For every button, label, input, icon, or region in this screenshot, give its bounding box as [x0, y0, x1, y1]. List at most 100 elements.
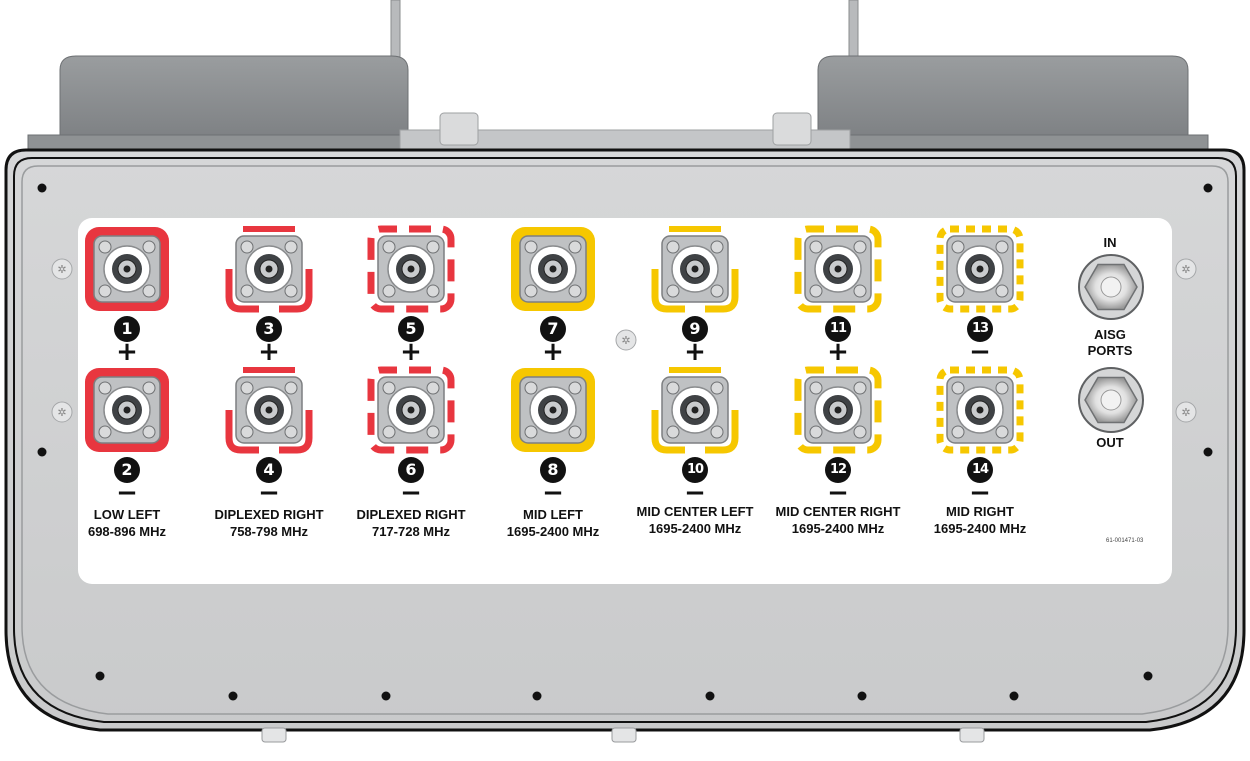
- svg-text:✲: ✲: [57, 264, 66, 276]
- port-polarity: −: [969, 337, 991, 367]
- screw-icon: ✲: [1175, 401, 1197, 423]
- band-name: LOW LEFT: [93, 507, 161, 522]
- port-polarity: −: [400, 478, 422, 508]
- port-number-badge: 5: [398, 316, 424, 342]
- din-connector-icon: [377, 235, 445, 303]
- din-connector-icon: [93, 235, 161, 303]
- band-frequency: 698-896 MHz: [87, 524, 167, 539]
- port-polarity: −: [684, 478, 706, 508]
- port-polarity: +: [400, 337, 422, 367]
- housing-hole: [857, 691, 867, 701]
- band-frequency: 1695-2400 MHz: [791, 521, 885, 536]
- port-number-badge: 6: [398, 457, 424, 483]
- band-name: MID LEFT: [523, 507, 583, 522]
- housing-hole: [1143, 671, 1153, 681]
- band-name: DIPLEXED RIGHT: [214, 507, 324, 522]
- port-6[interactable]: [367, 366, 455, 454]
- port-number-badge: 3: [256, 316, 282, 342]
- band-frequency: 717-728 MHz: [371, 524, 451, 539]
- din-connector-icon: [946, 376, 1014, 444]
- din-connector-icon: [93, 376, 161, 444]
- band-name: DIPLEXED RIGHT: [356, 507, 466, 522]
- aisg-connector-icon: [1078, 367, 1144, 433]
- aisg-connector-icon: [1078, 254, 1144, 320]
- band-frequency: 1695-2400 MHz: [506, 524, 600, 539]
- band-name: MID CENTER LEFT: [636, 504, 754, 519]
- port-polarity: −: [827, 478, 849, 508]
- housing-hole: [228, 691, 238, 701]
- port-number-badge: 1: [114, 316, 140, 342]
- din-connector-icon: [661, 235, 729, 303]
- port-number-badge: 14: [967, 457, 993, 483]
- din-connector-icon: [519, 376, 587, 444]
- housing-hole: [95, 671, 105, 681]
- port-2[interactable]: [85, 368, 169, 452]
- port-13[interactable]: [936, 225, 1024, 313]
- screw-icon: ✲: [1175, 258, 1197, 280]
- housing-hole: [37, 183, 47, 193]
- housing-hole: [705, 691, 715, 701]
- band-frequency: 758-798 MHz: [229, 524, 309, 539]
- aisg-out-connector[interactable]: [1078, 367, 1144, 433]
- din-connector-icon: [804, 376, 872, 444]
- aisg-ports-title: AISG PORTS: [1070, 327, 1150, 359]
- svg-text:✲: ✲: [1181, 264, 1190, 276]
- band-frequency: 1695-2400 MHz: [648, 521, 742, 536]
- din-connector-icon: [235, 235, 303, 303]
- port-1[interactable]: [85, 227, 169, 311]
- band-name: MID CENTER RIGHT: [775, 504, 901, 519]
- port-number-badge: 2: [114, 457, 140, 483]
- port-polarity: +: [258, 337, 280, 367]
- port-number-badge: 10: [682, 457, 708, 483]
- housing-hole: [381, 691, 391, 701]
- aisg-in-connector[interactable]: [1078, 254, 1144, 320]
- port-polarity: −: [258, 478, 280, 508]
- housing-hole: [1203, 183, 1213, 193]
- port-11[interactable]: [794, 225, 882, 313]
- port-14[interactable]: [936, 366, 1024, 454]
- port-number-badge: 8: [540, 457, 566, 483]
- port-polarity: +: [542, 337, 564, 367]
- din-connector-icon: [946, 235, 1014, 303]
- port-7[interactable]: [511, 227, 595, 311]
- din-connector-icon: [519, 235, 587, 303]
- screw-icon: ✲: [51, 258, 73, 280]
- port-number-badge: 9: [682, 316, 708, 342]
- screw-icon: ✲: [51, 401, 73, 423]
- port-polarity: +: [684, 337, 706, 367]
- port-polarity: −: [116, 478, 138, 508]
- port-8[interactable]: [511, 368, 595, 452]
- band-label: MID RIGHT 1695-2400 MHz: [895, 503, 1065, 537]
- band-label: DIPLEXED RIGHT 758-798 MHz: [184, 506, 354, 540]
- din-connector-icon: [377, 376, 445, 444]
- housing-hole: [532, 691, 542, 701]
- band-label: MID CENTER LEFT 1695-2400 MHz: [610, 503, 780, 537]
- port-10[interactable]: [651, 367, 739, 454]
- band-label: MID LEFT 1695-2400 MHz: [468, 506, 638, 540]
- port-polarity: −: [542, 478, 564, 508]
- aisg-title-line2: PORTS: [1087, 343, 1133, 358]
- din-connector-icon: [235, 376, 303, 444]
- svg-text:✲: ✲: [1181, 407, 1190, 419]
- band-frequency: 1695-2400 MHz: [933, 521, 1027, 536]
- port-12[interactable]: [794, 366, 882, 454]
- svg-text:✲: ✲: [57, 407, 66, 419]
- din-connector-icon: [804, 235, 872, 303]
- din-connector-icon: [661, 376, 729, 444]
- housing-hole: [37, 447, 47, 457]
- port-3[interactable]: [225, 226, 313, 313]
- port-number-badge: 13: [967, 316, 993, 342]
- housing-hole: [1203, 447, 1213, 457]
- port-9[interactable]: [651, 226, 739, 313]
- port-5[interactable]: [367, 225, 455, 313]
- aisg-in-label: IN: [1103, 235, 1117, 250]
- part-number: 61-001471-03: [1106, 538, 1144, 544]
- port-polarity: −: [969, 478, 991, 508]
- band-name: MID RIGHT: [946, 504, 1014, 519]
- port-number-badge: 12: [825, 457, 851, 483]
- aisg-out-label: OUT: [1096, 435, 1124, 450]
- band-label: MID CENTER RIGHT 1695-2400 MHz: [753, 503, 923, 537]
- port-4[interactable]: [225, 367, 313, 454]
- svg-text:✲: ✲: [621, 335, 630, 347]
